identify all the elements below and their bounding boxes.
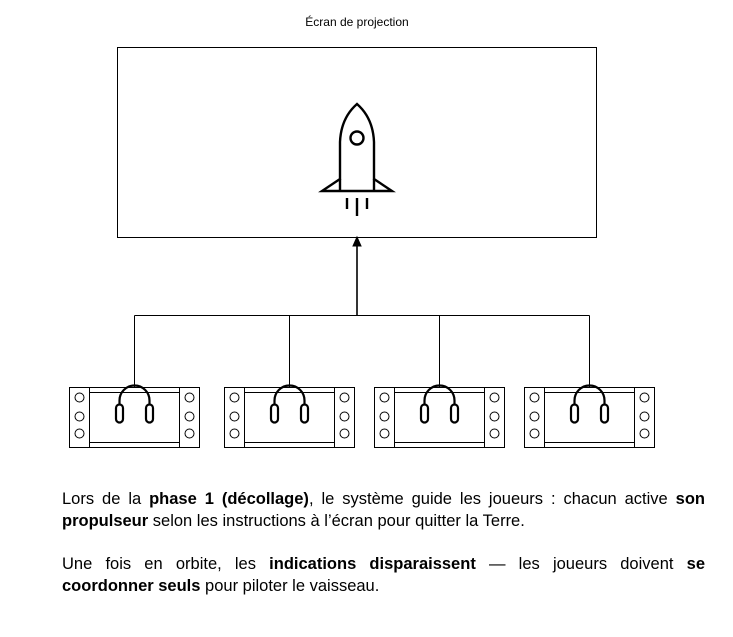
diagram [69, 47, 655, 448]
text: pour piloter le vaisseau. [200, 577, 380, 595]
bold-text: phase 1 (décollage) [149, 490, 309, 508]
text: Une fois en orbite, les [62, 555, 270, 573]
text: selon les instructions à l’écran pour qu… [148, 512, 525, 530]
player-console [224, 384, 355, 448]
player-console [69, 384, 200, 448]
text: Lors de la [62, 490, 150, 508]
rocket-icon [318, 102, 396, 216]
bold-text: indications disparaissent [269, 555, 476, 573]
player-console [374, 384, 505, 448]
bold-text: son propulseur [62, 490, 706, 530]
text: — les joueurs doivent [475, 555, 687, 573]
description-orbit: Une fois en orbite, les indications disp… [62, 553, 705, 597]
projection-screen-label: Écran de projection [305, 15, 409, 29]
bold-text: se coordonner seuls [62, 555, 705, 595]
player-console [524, 384, 655, 448]
connector-lines [134, 235, 590, 393]
description-phase-1: Lors de la phase 1 (décollage), le systè… [62, 488, 705, 532]
text: , le système guide les joueurs : chacun … [308, 490, 676, 508]
